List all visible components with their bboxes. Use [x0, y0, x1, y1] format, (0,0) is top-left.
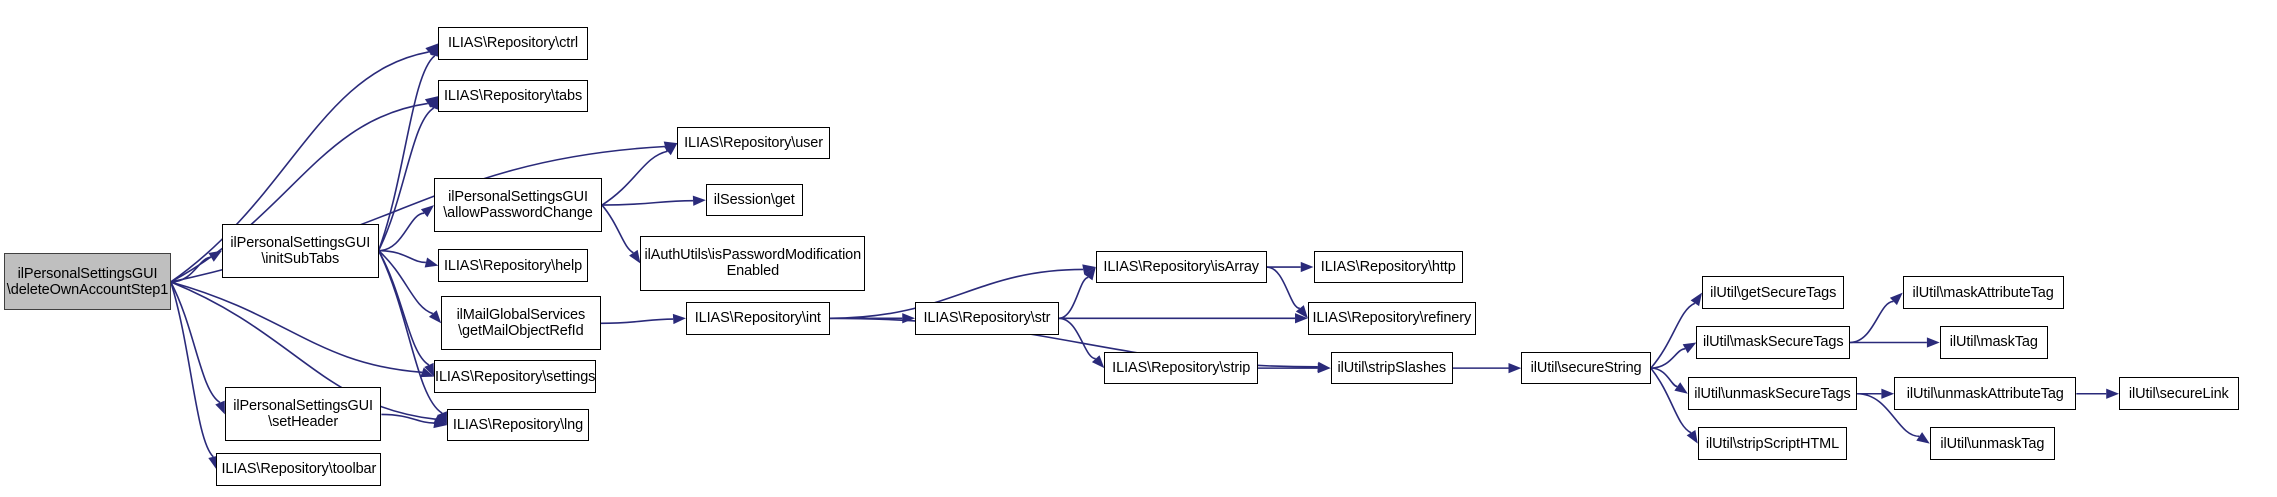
- graph-node-masktag[interactable]: ilUtil\maskTag: [1939, 326, 2048, 359]
- graph-node-refinery[interactable]: ILIAS\Repository\refinery: [1307, 301, 1476, 335]
- graph-arrowhead-root-to-ctrl: [425, 43, 439, 56]
- graph-edge-isarray-to-refinery: [1267, 267, 1300, 308]
- graph-arrowhead-strip-to-stripslashes: [1317, 362, 1331, 374]
- graph-arrowhead-str-to-refinery: [1295, 313, 1308, 324]
- graph-arrowhead-securestring-to-stripscript: [1686, 430, 1698, 444]
- graph-node-masksecure[interactable]: ilUtil\maskSecureTags: [1696, 326, 1851, 359]
- graph-node-securelink[interactable]: ilUtil\secureLink: [2119, 377, 2239, 411]
- graph-edge-initsubtabs-to-ctrl: [379, 56, 435, 251]
- graph-node-stripslashes[interactable]: ilUtil\stripSlashes: [1330, 351, 1453, 385]
- graph-edge-initsubtabs-to-tabs: [379, 108, 434, 251]
- graph-edge-securestring-to-unmasksecure: [1651, 368, 1677, 386]
- graph-node-unmasksecure[interactable]: ilUtil\unmaskSecureTags: [1687, 377, 1858, 411]
- graph-node-stripscript[interactable]: ilUtil\stripScriptHTML: [1697, 427, 1848, 460]
- graph-arrowhead-securestring-to-getsecure: [1690, 292, 1703, 307]
- graph-arrowhead-unmaskattr-to-securelink: [2106, 388, 2120, 399]
- graph-node-strip[interactable]: ILIAS\Repository\strip: [1104, 351, 1259, 385]
- graph-arrowhead-masksecure-to-masktag: [1926, 337, 1940, 348]
- graph-node-str[interactable]: ILIAS\Repository\str: [915, 301, 1059, 335]
- graph-arrowhead-initsubtabs-to-ctrl: [429, 43, 440, 58]
- graph-arrowhead-initsubtabs-to-tabs: [428, 96, 439, 110]
- graph-arrowhead-isarray-to-refinery: [1295, 305, 1308, 319]
- graph-edge-int-to-isarray: [830, 269, 1084, 318]
- graph-arrowhead-initsubtabs-to-lng: [437, 411, 447, 426]
- graph-arrowhead-root-to-settings: [420, 367, 435, 378]
- graph-arrowhead-root-to-tabs: [424, 96, 439, 108]
- graph-node-getsecure[interactable]: ilUtil\getSecureTags: [1702, 276, 1845, 310]
- graph-edge-root-to-initsubtabs: [171, 257, 211, 282]
- graph-node-mailglobal[interactable]: ilMailGlobalServices \getMailObjectRefId: [441, 296, 601, 351]
- graph-edge-allowpw-to-ilsession: [602, 201, 693, 205]
- graph-arrowhead-setheader-to-lng: [433, 417, 447, 429]
- graph-arrowhead-stripslashes-to-securestring: [1508, 362, 1522, 374]
- graph-node-isarray[interactable]: ILIAS\Repository\isArray: [1095, 250, 1267, 284]
- graph-edge-root-to-setheader: [171, 282, 220, 403]
- graph-edge-initsubtabs-to-lng: [379, 251, 443, 414]
- graph-node-int[interactable]: ILIAS\Repository\int: [685, 301, 830, 335]
- graph-node-lng[interactable]: ILIAS\Repository\lng: [446, 408, 590, 442]
- graph-arrowhead-root-to-initsubtabs: [208, 250, 223, 262]
- graph-arrowhead-initsubtabs-to-mailglobal: [428, 310, 442, 324]
- graph-edge-securestring-to-stripscript: [1651, 368, 1691, 433]
- graph-node-authutils[interactable]: ilAuthUtils\isPasswordModification Enabl…: [640, 236, 866, 291]
- graph-node-user[interactable]: ILIAS\Repository\user: [677, 126, 830, 160]
- graph-node-maskattr[interactable]: ilUtil\maskAttributeTag: [1902, 276, 2064, 310]
- graph-node-allowpw[interactable]: ilPersonalSettingsGUI \allowPasswordChan…: [434, 178, 602, 233]
- graph-arrowhead-initsubtabs-to-allowpw: [420, 205, 435, 218]
- graph-arrowhead-int-to-str: [902, 313, 916, 324]
- graph-arrowhead-unmasksecure-to-unmaskattr: [1881, 388, 1895, 399]
- graph-node-http[interactable]: ILIAS\Repository\http: [1313, 250, 1463, 284]
- graph-node-setheader[interactable]: ilPersonalSettingsGUI \setHeader: [224, 387, 382, 442]
- graph-arrowhead-str-to-strip: [1091, 355, 1105, 369]
- graph-node-unmasktag[interactable]: ilUtil\unmaskTag: [1929, 427, 2055, 460]
- graph-arrowhead-root-to-setheader: [215, 400, 225, 415]
- graph-arrowhead-root-to-toolbar: [208, 455, 219, 470]
- graph-arrowhead-initsubtabs-to-settings: [424, 362, 435, 377]
- graph-arrowhead-str-to-isarray: [1084, 267, 1096, 281]
- graph-edge-initsubtabs-to-mailglobal: [379, 251, 433, 314]
- graph-edge-str-to-isarray: [1059, 277, 1089, 318]
- graph-arrowhead-isarray-to-http: [1300, 261, 1314, 273]
- graph-edge-mailglobal-to-int: [601, 319, 674, 323]
- graph-node-unmaskattr[interactable]: ilUtil\unmaskAttributeTag: [1894, 377, 2077, 411]
- graph-edge-masksecure-to-maskattr: [1850, 301, 1893, 342]
- graph-node-settings[interactable]: ILIAS\Repository\settings: [434, 360, 597, 394]
- graph-arrowhead-int-to-isarray: [1082, 264, 1096, 275]
- graph-node-initsubtabs[interactable]: ilPersonalSettingsGUI \initSubTabs: [222, 223, 379, 278]
- graph-arrowhead-securestring-to-unmasksecure: [1674, 382, 1688, 394]
- graph-node-help[interactable]: ILIAS\Repository\help: [438, 249, 588, 282]
- graph-edge-setheader-to-lng: [381, 414, 434, 423]
- graph-arrowhead-masksecure-to-maskattr: [1889, 292, 1903, 306]
- graph-node-ilsession[interactable]: ilSession\get: [705, 183, 803, 217]
- graph-arrowhead-allowpw-to-ilsession: [692, 195, 706, 206]
- graph-node-securestring[interactable]: ilUtil\secureString: [1521, 351, 1651, 385]
- graph-edge-allowpw-to-user: [602, 151, 668, 205]
- graph-arrowhead-unmasksecure-to-unmasktag: [1916, 432, 1930, 444]
- graph-edge-allowpw-to-authutils: [602, 205, 633, 253]
- graph-node-toolbar[interactable]: ILIAS\Repository\toolbar: [216, 452, 382, 486]
- graph-edge-root-to-ctrl: [171, 52, 429, 282]
- graph-edge-root-to-settings: [171, 282, 422, 372]
- graph-arrowhead-allowpw-to-authutils: [629, 249, 641, 264]
- graph-arrowhead-securestring-to-masksecure: [1682, 342, 1697, 354]
- graph-arrowhead-initsubtabs-to-help: [424, 257, 439, 268]
- graph-edge-initsubtabs-to-help: [379, 251, 426, 263]
- graph-edge-securestring-to-getsecure: [1651, 303, 1695, 368]
- graph-node-tabs[interactable]: ILIAS\Repository\tabs: [438, 79, 588, 113]
- graph-edge-root-to-toolbar: [171, 282, 214, 457]
- graph-arrowhead-allowpw-to-user: [664, 143, 678, 156]
- graph-node-root[interactable]: ilPersonalSettingsGUI \deleteOwnAccountS…: [4, 253, 171, 311]
- graph-edge-securestring-to-masksecure: [1651, 349, 1685, 368]
- graph-edge-root-to-lng: [171, 282, 436, 419]
- graph-node-ctrl[interactable]: ILIAS\Repository\ctrl: [438, 27, 588, 60]
- graph-arrowhead-mailglobal-to-int: [672, 313, 686, 325]
- graph-edge-unmasksecure-to-unmasktag: [1857, 394, 1919, 437]
- graph-edge-str-to-strip: [1059, 318, 1096, 358]
- graph-edge-initsubtabs-to-allowpw: [379, 213, 425, 250]
